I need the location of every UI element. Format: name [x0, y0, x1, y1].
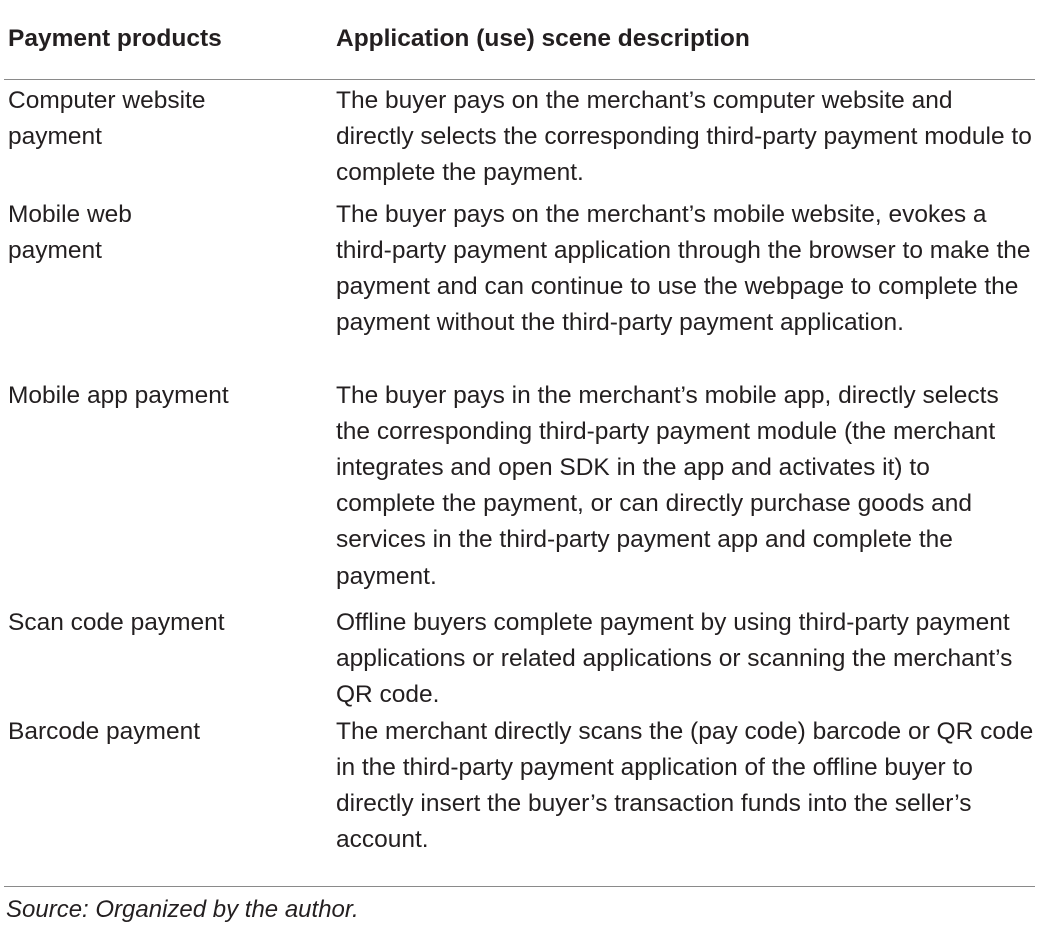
- table-row: Mobile app payment The buyer pays in the…: [4, 378, 1035, 605]
- product-cell: Barcode payment: [8, 717, 201, 745]
- table-row: Mobile web payment The buyer pays on the…: [4, 197, 1035, 378]
- header-scene-description: Application (use) scene description: [336, 0, 1035, 80]
- product-cell: Scan code payment: [8, 608, 225, 636]
- table-row: Computer website payment The buyer pays …: [4, 79, 1035, 197]
- table-row: Scan code payment Offline buyers complet…: [4, 605, 1035, 714]
- description-cell: The merchant directly scans the (pay cod…: [336, 717, 1034, 854]
- table-row: Barcode payment The merchant directly sc…: [4, 714, 1035, 859]
- description-cell: Offline buyers complete payment by using…: [336, 608, 1013, 708]
- payment-products-table: Payment products Application (use) scene…: [4, 0, 1035, 858]
- table-header-row: Payment products Application (use) scene…: [4, 0, 1035, 80]
- description-cell: The buyer pays in the merchant’s mobile …: [336, 381, 999, 590]
- product-cell: Computer website payment: [4, 79, 336, 197]
- product-cell: Mobile app payment: [8, 381, 229, 409]
- product-name: Mobile web payment: [8, 200, 132, 264]
- header-payment-products: Payment products: [4, 0, 336, 80]
- description-cell: The buyer pays on the merchant’s mobile …: [336, 200, 1031, 337]
- source-note: Source: Organized by the author.: [6, 896, 359, 923]
- product-cell: Mobile web payment: [4, 197, 336, 378]
- table-bottom-rule: [4, 886, 1035, 887]
- description-cell: The buyer pays on the merchant’s compute…: [336, 86, 1032, 186]
- product-name: Computer website payment: [8, 86, 206, 150]
